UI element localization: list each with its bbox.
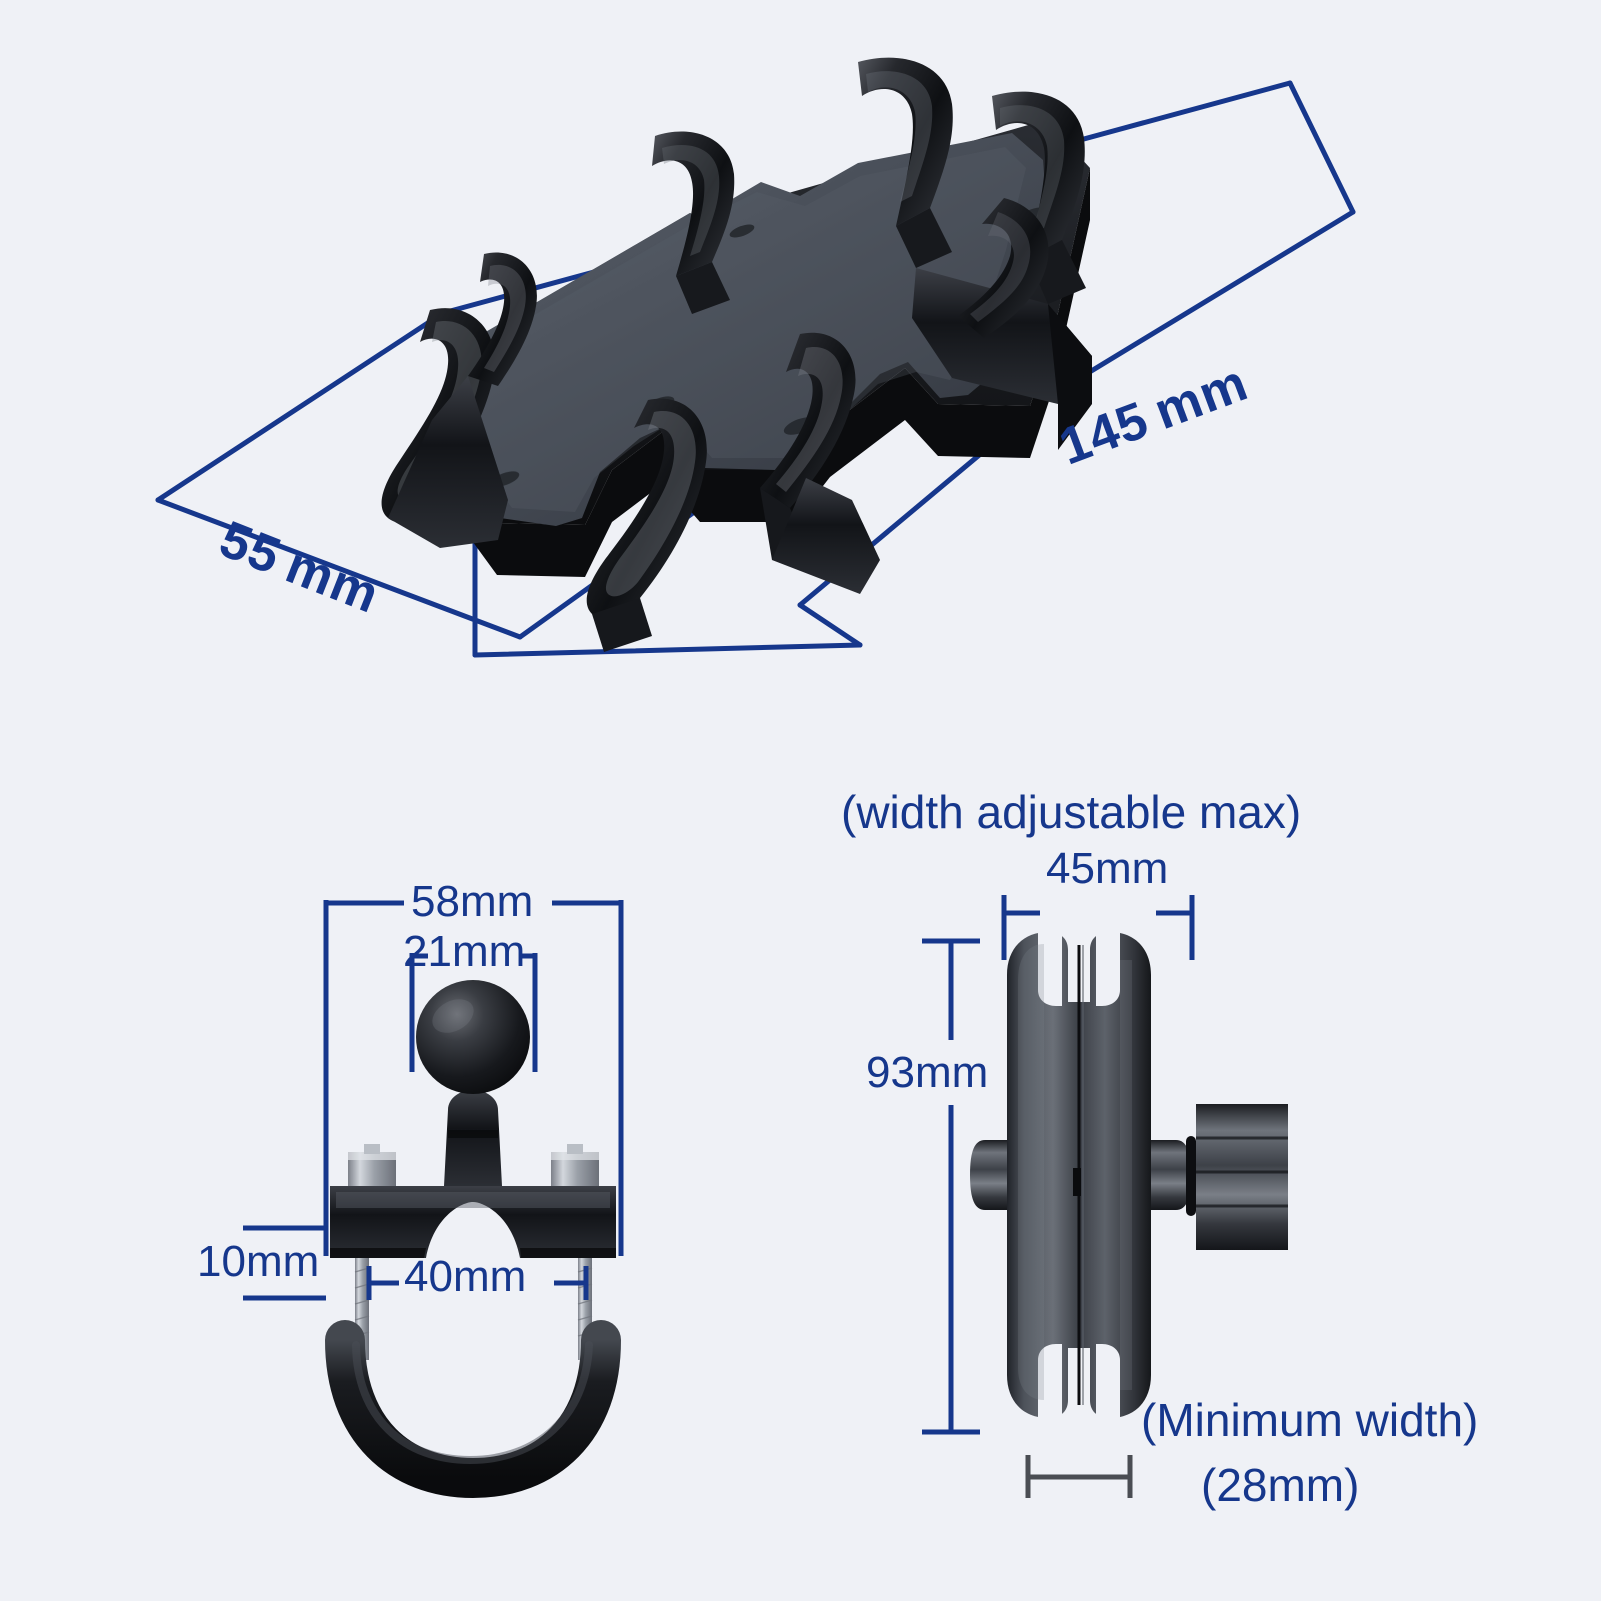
dimension-label-u-bolt-width-40mm: 40mm <box>404 1252 527 1301</box>
cradle-claw-mid-right <box>958 198 1049 338</box>
clamp-bolt-left <box>348 1144 396 1186</box>
note-minimum-width: (Minimum width) <box>1141 1394 1479 1446</box>
dimension-label-base-width-58mm: 58mm <box>411 877 534 926</box>
dimension-label-length-145mm: 145 mm <box>1051 353 1256 477</box>
cradle-claw-back-right <box>858 57 953 268</box>
dimension-label-arm-min-width-28mm: (28mm) <box>1201 1459 1360 1511</box>
handlebar-clamp-product <box>325 980 621 1499</box>
phone-cradle-product <box>381 57 1092 652</box>
cradle-claw-front-center <box>586 398 707 652</box>
cradle-claw-top-middle <box>652 131 735 314</box>
clamp-bolt-right <box>551 1144 599 1186</box>
dimension-label-base-thickness-10mm: 10mm <box>197 1237 320 1286</box>
clamp-base-plate <box>330 1186 616 1258</box>
socket-arm-left-boss <box>970 1140 1007 1210</box>
cradle-claw-left-back <box>468 252 537 386</box>
dimension-label-ball-diameter-21mm: 21mm <box>403 927 526 976</box>
minimum-width-dimension-line <box>1025 1455 1133 1498</box>
dimension-label-width-55mm: 55 mm <box>211 510 388 625</box>
dimension-label-arm-length-93mm: 93mm <box>866 1048 989 1097</box>
arm-dimension-lines <box>922 895 1195 1435</box>
double-socket-arm-product <box>970 932 1288 1418</box>
clamp-dimension-lines <box>243 900 624 1301</box>
mount-ball <box>416 980 530 1094</box>
note-width-adjustable-max: (width adjustable max) <box>841 786 1302 838</box>
socket-arm-right-boss <box>1151 1140 1191 1210</box>
u-bolt-rubber-bend <box>325 1320 621 1499</box>
dimension-label-arm-width-45mm: 45mm <box>1046 844 1169 893</box>
